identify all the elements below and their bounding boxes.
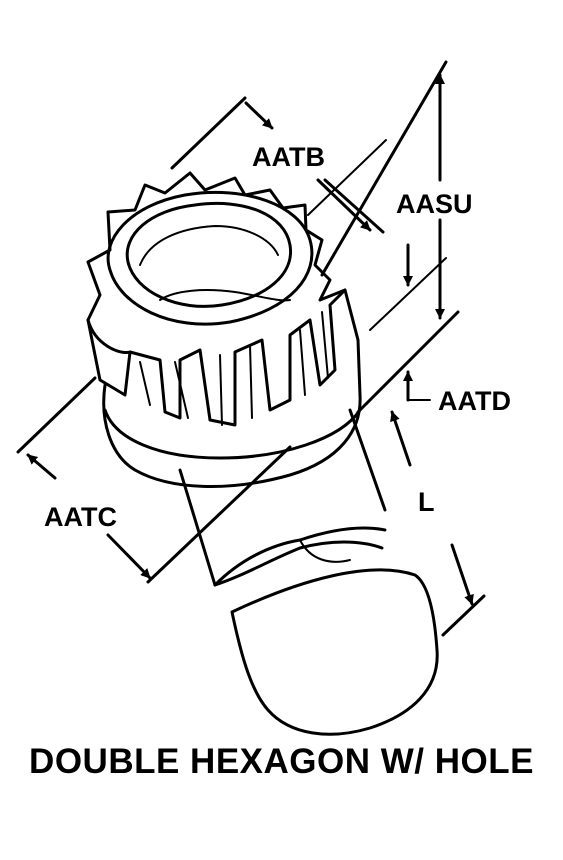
dimension-aatc xyxy=(16,376,292,584)
dimension-aatd xyxy=(356,243,460,414)
label-aasu: AASU xyxy=(396,189,473,219)
dimension-aasu xyxy=(320,60,448,331)
bolt-head-flutes xyxy=(86,288,362,427)
label-aatb: AATB xyxy=(252,142,325,172)
label-aatc: AATC xyxy=(44,502,117,532)
dimension-l xyxy=(390,410,486,637)
dimension-aatb xyxy=(170,96,387,234)
label-l: L xyxy=(418,487,435,517)
label-aatd: AATD xyxy=(438,386,511,416)
bolt-collar xyxy=(102,383,362,488)
bolt-head-top xyxy=(86,171,347,326)
diagram-caption: DOUBLE HEXAGON W/ HOLE xyxy=(29,742,534,781)
